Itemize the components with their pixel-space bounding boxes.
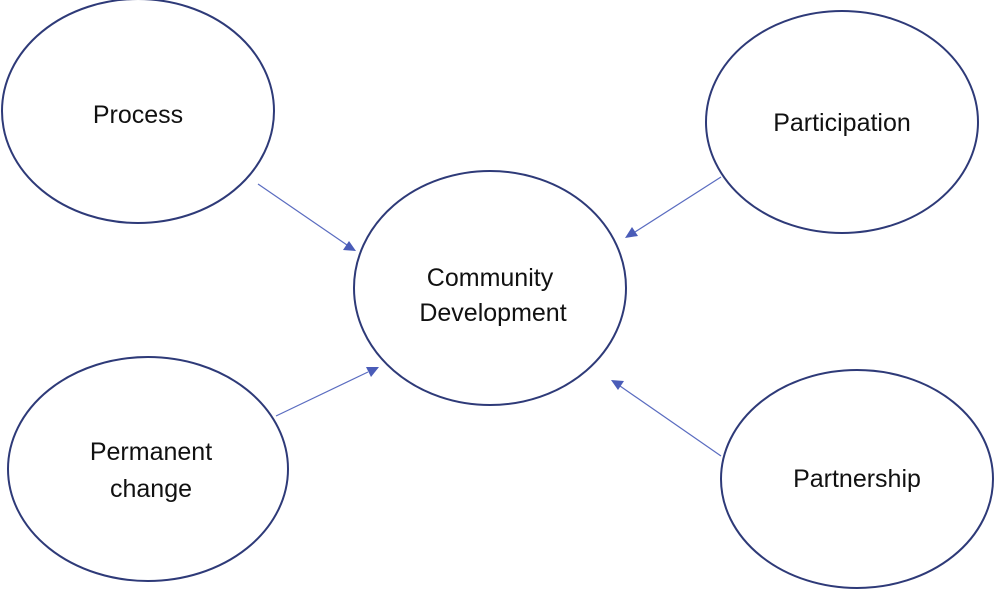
node-community-development: Community Development — [353, 170, 627, 406]
connector-process-to-center — [257, 183, 356, 251]
connector-partnership-to-center — [611, 380, 722, 457]
node-process-label: Process — [93, 101, 183, 129]
center-label-line2: Development — [419, 299, 566, 327]
arrowhead — [611, 380, 624, 390]
node-process: Process — [1, 0, 275, 224]
node-participation-label: Participation — [773, 109, 911, 137]
permanent-change-label-line2: change — [110, 475, 192, 503]
arrowhead — [625, 227, 638, 238]
node-partnership: Partnership — [720, 369, 994, 589]
arrowhead — [366, 367, 379, 377]
node-permanent-change: Permanent change — [7, 356, 289, 582]
node-participation: Participation — [705, 10, 979, 234]
connector-participation-to-center — [625, 176, 722, 238]
connector-permanent-change-to-center — [275, 367, 379, 417]
arrowhead — [343, 241, 356, 251]
permanent-change-label-line1: Permanent — [90, 438, 212, 466]
node-partnership-label: Partnership — [793, 465, 921, 493]
center-label-line1: Community — [427, 264, 554, 292]
